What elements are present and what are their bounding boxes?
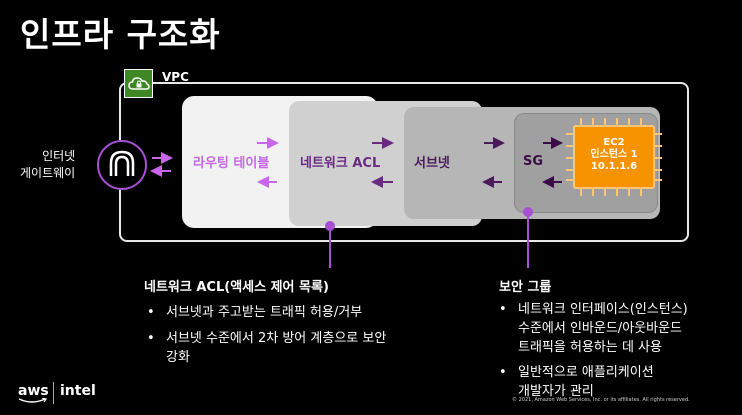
ec2-chip-icon [566, 118, 662, 196]
aws-smile-icon [18, 398, 47, 403]
bullet-dot: • [147, 331, 155, 346]
subnet-label: 서브넷 [414, 156, 450, 171]
ec2-name: 인스턴스 1 [590, 149, 638, 160]
sg-bullet-2-line-1: 일반적으로 애플리케이션 [518, 365, 654, 380]
internet-gateway-icon [97, 140, 147, 190]
network-acl-label: 네트워크 ACL [300, 156, 381, 171]
aws-logo-text: aws [18, 383, 49, 399]
acl-bullet-2-line-2: 강화 [166, 350, 190, 365]
acl-bullet-2-line-1: 서브넷 수준에서 2차 방어 계층으로 보안 [166, 331, 387, 346]
acl-pointer [325, 221, 335, 268]
ec2-instance: EC2 인스턴스 1 10.1.1.6 [573, 125, 655, 189]
ec2-ip: 10.1.1.6 [590, 161, 638, 172]
vpc-label: VPC [162, 70, 189, 84]
acl-description-title: 네트워크 ACL(액세스 제어 목록) [144, 280, 329, 295]
sg-description-title: 보안 그룹 [499, 280, 552, 295]
bullet-dot: • [499, 302, 507, 317]
bullet-dot: • [499, 365, 507, 380]
igw-label-line2: 게이트웨이 [20, 166, 76, 180]
aws-logo: aws [18, 383, 49, 403]
sg-bullet-1-line-3: 트래픽을 허용하는 데 사용 [518, 340, 662, 355]
footer-divider [53, 382, 54, 404]
sg-bullet-2-line-2: 개발자가 관리 [518, 384, 594, 399]
internet-gateway-label: 인터넷 게이트웨이 [20, 148, 75, 182]
igw-label-line1: 인터넷 [42, 149, 76, 163]
acl-bullet-1-line-1: 서브넷과 주고받는 트래픽 허용/거부 [166, 305, 363, 320]
ec2-type: EC2 [603, 137, 625, 148]
route-table-label: 라우팅 테이블 [193, 156, 270, 171]
security-group-label: SG [523, 154, 544, 169]
sg-pointer [523, 207, 533, 268]
intel-logo: intel [60, 383, 96, 399]
page-title: 인프라 구조화 [20, 15, 221, 54]
vpc-cloud-icon [124, 69, 153, 98]
bullet-dot: • [147, 305, 155, 320]
sg-bullet-1-line-2: 수준에서 인바운드/아웃바운드 [518, 321, 682, 336]
sg-bullet-1-line-1: 네트워크 인터페이스(인스턴스) [518, 302, 688, 317]
copyright-notice: © 2021, Amazon Web Services, Inc. or its… [512, 397, 690, 403]
